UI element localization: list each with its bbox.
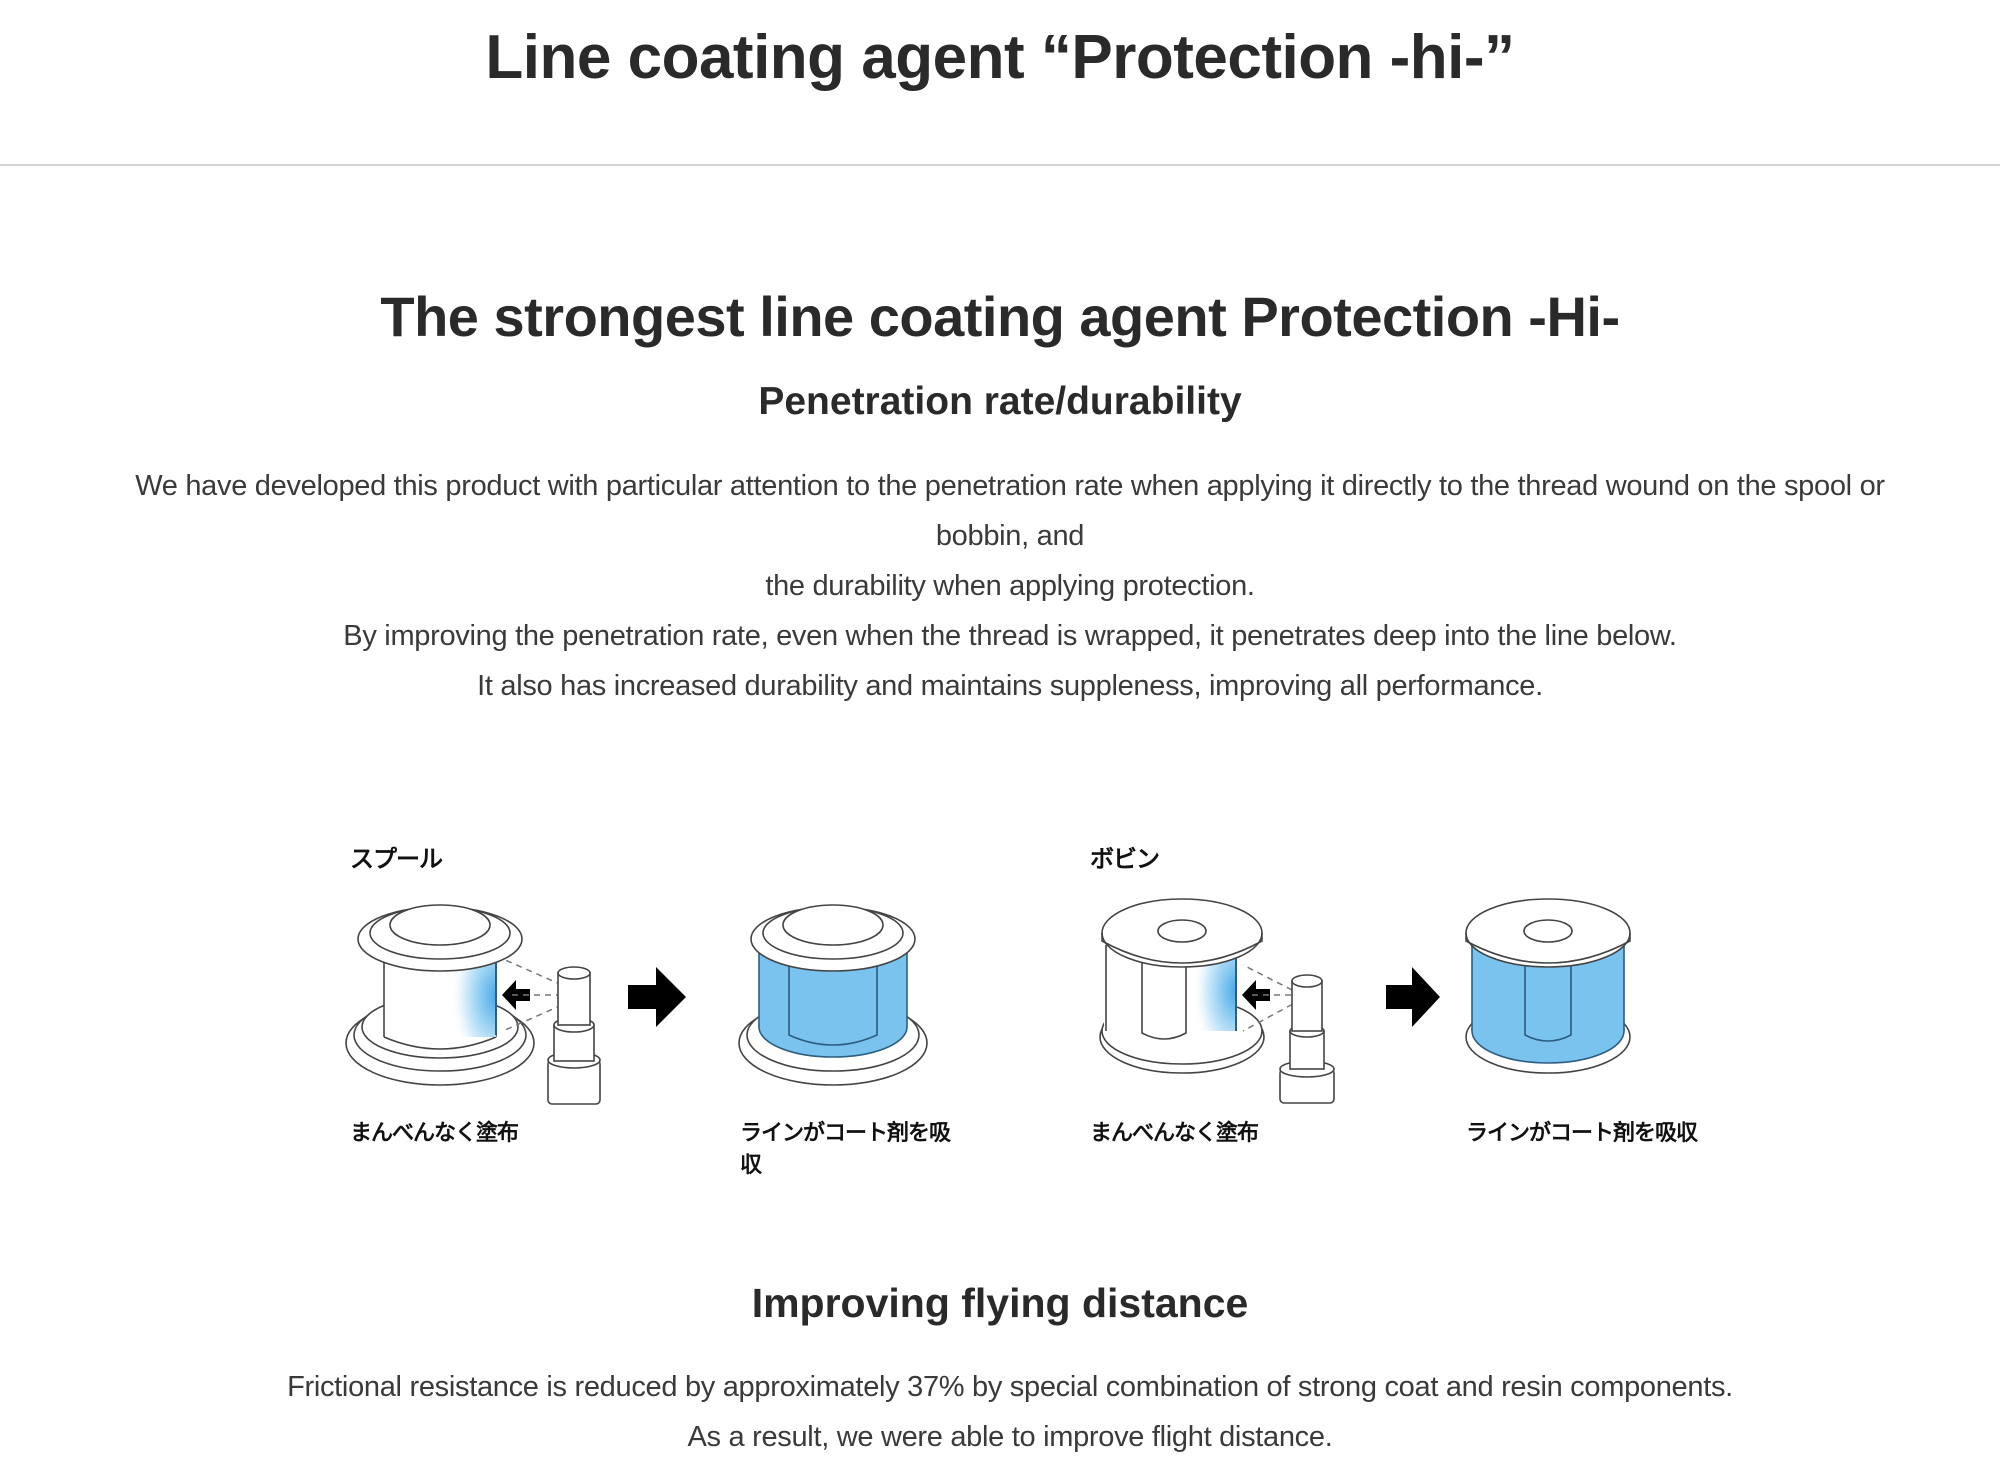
spray-bottle-icon: [1279, 974, 1335, 1104]
paragraph-line: We have developed this product with part…: [135, 470, 1885, 502]
bobbin-illustration: [1099, 898, 1631, 1104]
page-title: Line coating agent “Protection -hi-”: [485, 23, 1515, 92]
next-step-arrow-icon: [628, 967, 686, 1027]
spool-heading: スプール: [350, 845, 443, 873]
spool-step2-caption: ラインがコート剤を吸収: [740, 1121, 951, 1178]
bobbin-after-icon: [1465, 898, 1631, 1074]
bobbin-heading: ボビン: [1090, 845, 1160, 873]
subtitle-penetration: Penetration rate/durability: [758, 380, 1242, 423]
next-step-arrow-icon: [1386, 967, 1440, 1027]
spool-diagram: スプール: [340, 835, 960, 1178]
spool-illustration: [345, 904, 928, 1105]
paragraph-line: By improving the penetration rate, even …: [343, 620, 1677, 652]
paragraph-line: Frictional resistance is reduced by appr…: [287, 1371, 1733, 1403]
subtitle-flying-distance: Improving flying distance: [751, 1280, 1249, 1326]
spool-after-icon: [738, 904, 928, 1086]
bobbin-step2-caption: ラインがコート剤を吸収: [1466, 1121, 1698, 1146]
paragraph-line: bobbin, and: [935, 520, 1085, 552]
penetration-description: We have developed this product with part…: [40, 461, 1980, 711]
spray-bottle-icon: [547, 966, 601, 1105]
paragraph-line: It also has increased durability and mai…: [477, 670, 1543, 702]
bobbin-before-icon: [1099, 898, 1265, 1074]
flying-distance-description: Frictional resistance is reduced by appr…: [40, 1362, 1980, 1462]
bobbin-step1-caption: まんべんなく塗布: [1090, 1121, 1259, 1146]
spool-before-icon: [345, 904, 535, 1086]
spool-step1-caption: まんべんなく塗布: [350, 1121, 519, 1146]
header-divider: [0, 164, 2000, 166]
paragraph-line: As a result, we were able to improve fli…: [687, 1421, 1333, 1453]
paragraph-line: the durability when applying protection.: [765, 570, 1255, 602]
section-title-strongest: The strongest line coating agent Protect…: [380, 285, 1620, 348]
bobbin-diagram: ボビン: [1080, 835, 1700, 1155]
